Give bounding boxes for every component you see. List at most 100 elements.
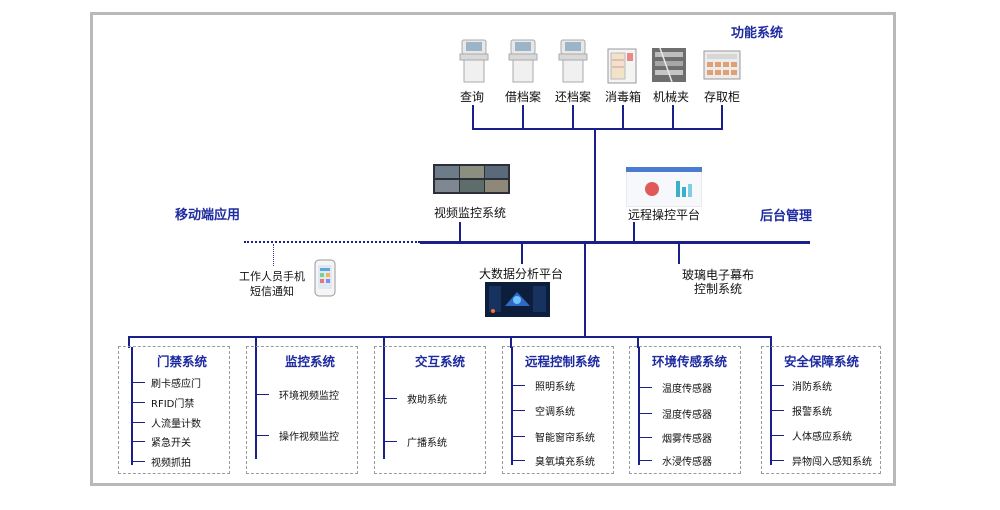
storage-cabinet-icon xyxy=(703,50,741,80)
item-tick xyxy=(772,435,784,436)
main-bus-line xyxy=(420,241,810,244)
item-tick xyxy=(133,382,145,383)
glass-curtain-line1: 玻璃电子幕布 xyxy=(681,268,755,282)
mobile-dashed-bus xyxy=(244,241,420,243)
subsystem-spine xyxy=(131,347,133,465)
subsystem-title: 门禁系统 xyxy=(157,354,208,369)
connector xyxy=(522,105,524,129)
main-trunk-line xyxy=(594,128,596,242)
subsystem-item: 水浸传感器 xyxy=(662,457,712,468)
subsystem-item: 温度传感器 xyxy=(662,384,712,395)
connector xyxy=(459,222,461,242)
subsystem-item: 烟雾传感器 xyxy=(662,434,712,445)
connector xyxy=(721,105,723,129)
kiosk-icon xyxy=(507,38,539,84)
item-tick xyxy=(640,387,652,388)
item-tick xyxy=(513,410,525,411)
item-tick xyxy=(640,413,652,414)
subsystem-item: 刷卡感应门 xyxy=(151,379,201,390)
subsystem-access-control: 门禁系统 刷卡感应门 RFID门禁 人流量计数 紧急开关 视频抓拍 xyxy=(118,346,230,474)
subsystem-item: 人流量计数 xyxy=(151,419,201,430)
connector xyxy=(128,336,130,348)
item-tick xyxy=(133,461,145,462)
subsystem-item: 臭氧填充系统 xyxy=(535,457,595,468)
function-bus-line xyxy=(472,128,723,130)
kiosk-icon xyxy=(458,38,490,84)
subsystem-spine xyxy=(638,347,640,465)
subsystem-monitoring: 监控系统 环境视频监控 操作视频监控 xyxy=(246,346,358,474)
subsystem-spine xyxy=(255,347,257,459)
subsystem-item: 照明系统 xyxy=(535,382,575,393)
subsystem-item: 广播系统 xyxy=(407,438,447,449)
item-tick xyxy=(772,460,784,461)
subsystem-item: 空调系统 xyxy=(535,407,575,418)
subsystem-title: 远程控制系统 xyxy=(525,354,601,369)
video-monitor-screen xyxy=(433,164,510,194)
item-tick xyxy=(640,437,652,438)
connector xyxy=(678,244,680,264)
backend-label: 后台管理 xyxy=(760,209,813,224)
item-tick xyxy=(133,422,145,423)
device-label-storage: 存取柜 xyxy=(703,90,741,104)
mechanical-gripper-icon xyxy=(652,47,686,83)
subsystem-remote-control: 远程控制系统 照明系统 空调系统 智能窗帘系统 臭氧填充系统 xyxy=(502,346,614,474)
connector xyxy=(633,222,635,242)
item-tick xyxy=(772,385,784,386)
item-tick xyxy=(772,410,784,411)
subsystem-item: 环境视频监控 xyxy=(279,391,339,402)
device-label-disinfection: 消毒箱 xyxy=(604,90,642,104)
subsystem-spine xyxy=(511,347,513,465)
subsystem-item: 湿度传感器 xyxy=(662,410,712,421)
subsystem-item: 救助系统 xyxy=(407,395,447,406)
connector xyxy=(637,336,639,348)
staff-notice-line2: 短信通知 xyxy=(250,285,294,298)
function-systems-title: 功能系统 xyxy=(731,26,784,41)
video-monitoring-label: 视频监控系统 xyxy=(433,206,507,220)
subsystem-item: 操作视频监控 xyxy=(279,432,339,443)
kiosk-icon xyxy=(557,38,589,84)
item-tick xyxy=(257,394,269,395)
connector xyxy=(672,105,674,129)
subsystem-title: 监控系统 xyxy=(285,354,336,369)
remote-platform-screen xyxy=(625,166,703,208)
subsystem-item: RFID门禁 xyxy=(151,399,195,410)
staff-notice-line1: 工作人员手机 xyxy=(239,270,305,283)
device-label-borrow: 借档案 xyxy=(504,90,542,104)
item-tick xyxy=(513,385,525,386)
subsystem-interaction: 交互系统 救助系统 广播系统 xyxy=(374,346,486,474)
subsystem-environment-sensing: 环境传感系统 温度传感器 湿度传感器 烟雾传感器 水浸传感器 xyxy=(629,346,741,474)
lower-trunk-line xyxy=(584,244,586,337)
item-tick xyxy=(257,435,269,436)
subsystem-item: 消防系统 xyxy=(792,382,832,393)
subsystem-title: 安全保障系统 xyxy=(784,354,860,369)
connector xyxy=(622,105,624,129)
mobile-app-label: 移动端应用 xyxy=(175,208,241,223)
subsystem-item: 人体感应系统 xyxy=(792,432,852,443)
item-tick xyxy=(385,441,397,442)
subsystem-bus-line xyxy=(128,336,772,338)
item-tick xyxy=(513,460,525,461)
subsystem-item: 异物闯入感知系统 xyxy=(792,457,872,468)
disinfection-cabinet-icon xyxy=(607,48,637,84)
subsystem-item: 紧急开关 xyxy=(151,438,191,449)
device-label-gripper: 机械夹 xyxy=(652,90,690,104)
item-tick xyxy=(513,436,525,437)
item-tick xyxy=(640,460,652,461)
big-data-screen xyxy=(485,282,550,317)
phone-icon xyxy=(314,259,336,297)
subsystem-title: 环境传感系统 xyxy=(652,354,728,369)
subsystem-spine xyxy=(770,347,772,465)
device-label-query: 查询 xyxy=(459,90,485,104)
connector xyxy=(383,336,385,348)
connector xyxy=(521,244,523,264)
connector xyxy=(255,336,257,348)
connector xyxy=(572,105,574,129)
remote-platform-label: 远程操控平台 xyxy=(627,208,701,222)
subsystem-item: 视频抓拍 xyxy=(151,458,191,469)
subsystem-item: 报警系统 xyxy=(792,407,832,418)
dashed-connector xyxy=(273,244,274,266)
connector xyxy=(770,336,772,348)
subsystem-spine xyxy=(383,347,385,459)
connector xyxy=(510,336,512,348)
glass-curtain-line2: 控制系统 xyxy=(693,282,743,296)
